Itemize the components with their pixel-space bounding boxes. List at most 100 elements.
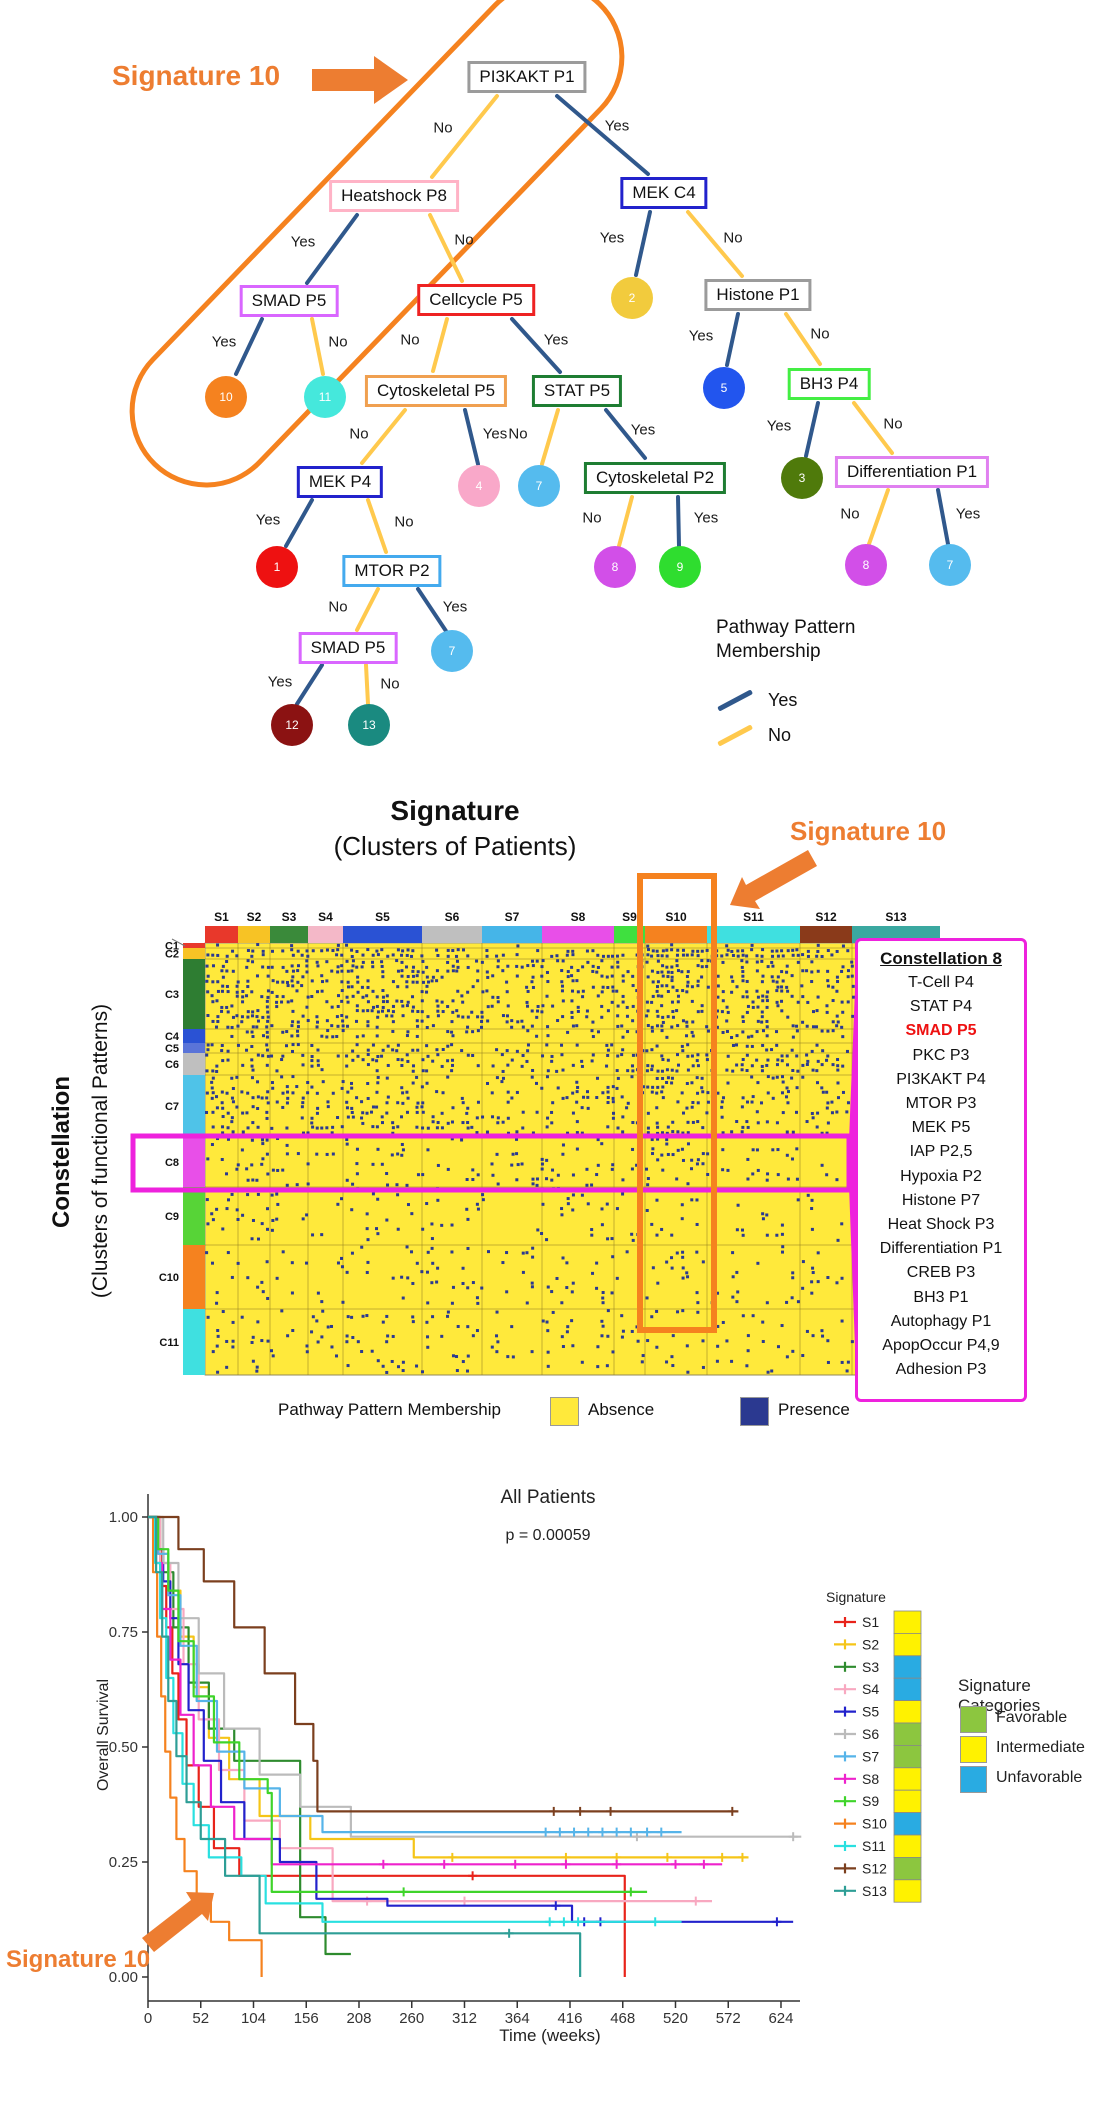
presence-dot	[425, 1069, 429, 1073]
presence-dot	[680, 1203, 684, 1207]
presence-dot	[696, 949, 700, 953]
presence-dot	[686, 1370, 690, 1374]
presence-dot	[841, 1090, 845, 1094]
presence-dot	[206, 1043, 210, 1047]
presence-dot	[790, 1048, 794, 1052]
presence-dot	[221, 1059, 225, 1063]
tree-leaf-1-7: 1	[256, 546, 298, 588]
presence-dot	[810, 980, 814, 984]
presence-dot	[585, 1167, 589, 1171]
presence-dot	[830, 1111, 834, 1115]
presence-dot	[551, 1101, 555, 1105]
row-label-C11: C11	[159, 1337, 179, 1349]
presence-dot	[355, 965, 359, 969]
presence-dot	[660, 1227, 664, 1231]
presence-dot	[646, 1339, 650, 1343]
presence-dot	[246, 1015, 250, 1019]
presence-dot	[251, 1359, 255, 1363]
presence-dot	[585, 1015, 589, 1019]
presence-dot	[535, 1034, 539, 1038]
presence-dot	[210, 1096, 214, 1100]
presence-dot	[305, 1213, 309, 1217]
presence-dot	[606, 1334, 610, 1338]
presence-dot	[775, 989, 779, 993]
presence-dot	[376, 1147, 380, 1151]
presence-dot	[250, 1058, 254, 1062]
presence-dot	[435, 1280, 439, 1284]
presence-dot	[780, 1009, 784, 1013]
tree-leaf-12-13: 12	[271, 704, 313, 746]
presence-dot	[396, 1101, 400, 1105]
presence-dot	[381, 1048, 385, 1052]
presence-dot	[755, 1148, 759, 1152]
presence-dot	[756, 995, 760, 999]
presence-dot	[521, 1251, 525, 1255]
presence-dot	[785, 1054, 789, 1058]
presence-dot	[230, 1004, 234, 1008]
presence-dot	[806, 949, 810, 953]
presence-dot	[491, 1173, 495, 1177]
presence-dot	[266, 1054, 270, 1058]
col-label-S2: S2	[247, 910, 262, 924]
presence-dot	[466, 1106, 470, 1110]
presence-dot	[825, 1090, 829, 1094]
presence-dot	[436, 1053, 440, 1057]
presence-dot	[365, 1314, 369, 1318]
km-legend-label-S3: S3	[862, 1659, 879, 1675]
presence-dot	[540, 1086, 544, 1090]
presence-dot	[616, 1126, 620, 1130]
km-curve-S7	[148, 1515, 682, 1834]
presence-dot	[660, 984, 664, 988]
presence-dot	[801, 969, 805, 973]
presence-dot	[300, 953, 304, 957]
presence-dot	[460, 1138, 464, 1142]
presence-dot	[206, 1048, 210, 1052]
presence-dot	[741, 1019, 745, 1023]
tree-leaf-10-1: 10	[205, 376, 247, 418]
presence-dot	[566, 970, 570, 974]
presence-dot	[281, 1105, 285, 1109]
presence-dot	[845, 1049, 849, 1053]
tree-edge-yes-26	[295, 663, 324, 706]
presence-dot	[760, 1010, 764, 1014]
km-category-cell-S7	[893, 1745, 922, 1769]
km-x-tick-label: 0	[144, 2010, 152, 2027]
presence-dot	[345, 1340, 349, 1344]
presence-dot	[841, 1035, 845, 1039]
presence-dot	[281, 980, 285, 984]
presence-dot	[696, 1091, 700, 1095]
presence-dot	[756, 1081, 760, 1085]
row-strip-C8	[183, 1137, 205, 1187]
tree-edge-label: Yes	[267, 673, 293, 691]
signature10-arrow-icon	[312, 56, 408, 104]
presence-dot	[555, 954, 559, 958]
presence-dot	[420, 990, 424, 994]
presence-dot	[311, 1125, 315, 1129]
presence-dot	[336, 943, 340, 947]
constellation8-item: Differentiation P1	[879, 1240, 1003, 1258]
presence-dot	[746, 1334, 750, 1338]
presence-dot	[401, 1004, 405, 1008]
presence-dot	[736, 954, 740, 958]
presence-dot	[395, 1183, 399, 1187]
presence-dot	[675, 953, 679, 957]
presence-dot	[690, 985, 694, 989]
presence-dot	[416, 1010, 420, 1014]
presence-dot	[840, 1000, 844, 1004]
presence-dot	[676, 1130, 680, 1134]
presence-dot	[530, 1075, 534, 1079]
km-x-tick-label: 520	[663, 2010, 688, 2027]
presence-dot	[595, 1286, 599, 1290]
presence-dot	[780, 970, 784, 974]
presence-dot	[245, 965, 249, 969]
presence-dot	[376, 1232, 380, 1236]
presence-dot	[690, 1158, 694, 1162]
presence-dot	[211, 1091, 215, 1095]
presence-dot	[361, 1121, 365, 1125]
presence-dot	[761, 1339, 765, 1343]
presence-dot	[320, 1300, 324, 1304]
presence-dot	[656, 970, 660, 974]
presence-dot	[425, 990, 429, 994]
presence-dot	[406, 948, 410, 952]
presence-dot	[670, 975, 674, 979]
